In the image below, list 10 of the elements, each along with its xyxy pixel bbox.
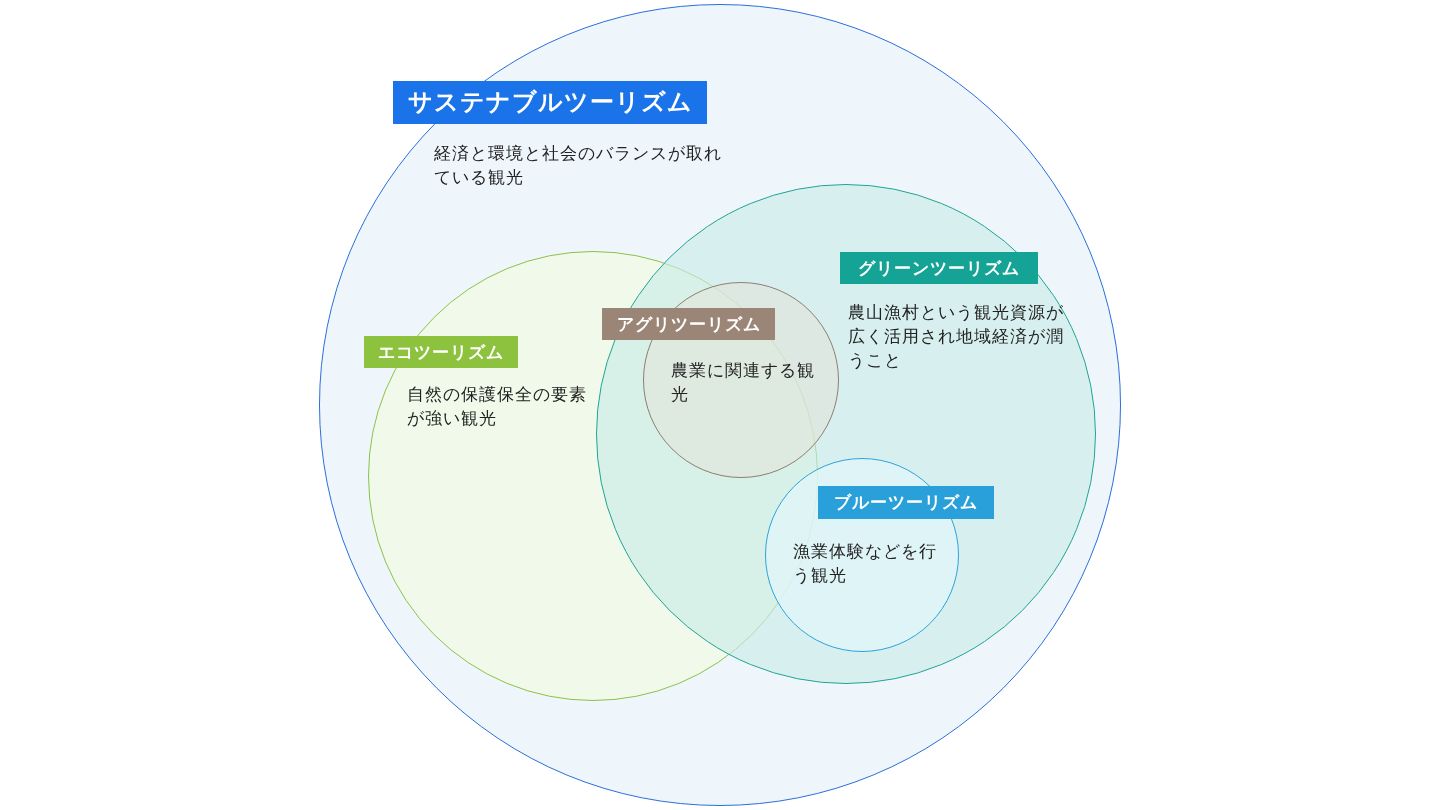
description-text: 自然の保護保全の要素が強い観光 bbox=[407, 383, 587, 430]
description-text: 経済と環境と社会のバランスが取れている観光 bbox=[434, 142, 723, 189]
category-label: アグリツーリズム bbox=[602, 308, 775, 340]
category-label: グリーンツーリズム bbox=[840, 252, 1038, 284]
category-label: ブルーツーリズム bbox=[818, 486, 994, 519]
description-text: 農山漁村という観光資源が広く活用され地域経済が潤うこと bbox=[848, 301, 1065, 372]
category-label: サステナブルツーリズム bbox=[393, 81, 707, 124]
category-label: エコツーリズム bbox=[364, 336, 518, 368]
description-text: 農業に関連する観光 bbox=[671, 359, 816, 406]
description-text: 漁業体験などを行う観光 bbox=[793, 540, 938, 587]
